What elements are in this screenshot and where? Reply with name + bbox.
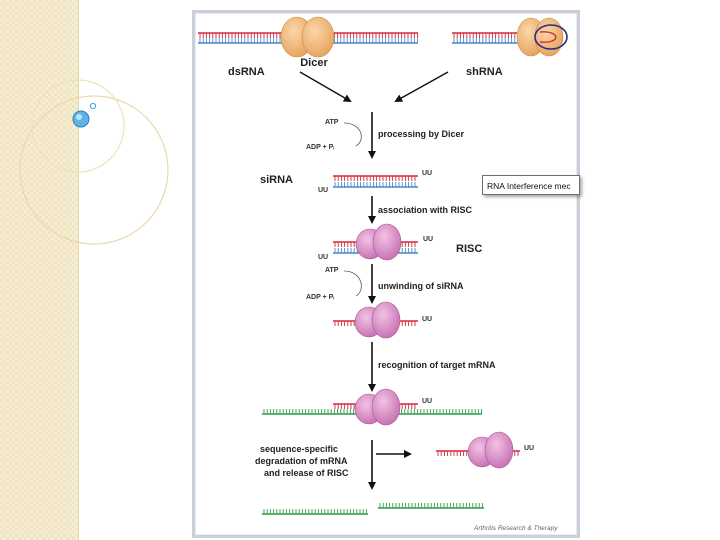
risc-lobe <box>484 431 514 469</box>
deco-bubble-highlight <box>76 114 82 120</box>
hairpin-loop <box>539 31 557 43</box>
decorative-side-strip <box>0 0 79 540</box>
step-degradation-line-2: degradation of mRNA <box>255 456 348 466</box>
atp-curve <box>343 122 362 147</box>
risc-complex <box>354 388 401 426</box>
figure-credit: Arthritis Research & Therapy <box>473 525 558 532</box>
arrow-dsrna-to-dicer <box>299 71 352 103</box>
risc-complex <box>355 223 402 261</box>
arrow-shrna-to-dicer <box>394 71 449 102</box>
deco-arc-medium <box>31 79 125 173</box>
cleaved-mrna-fragment-right <box>378 503 484 509</box>
risc-complex <box>354 301 401 339</box>
uu-overhang: UU <box>318 187 328 194</box>
adp-label: ADP + Pᵢ <box>306 144 334 151</box>
uu-overhang: UU <box>422 316 432 323</box>
adp-label: ADP + Pᵢ <box>306 294 334 301</box>
released-risc-complex <box>467 431 514 469</box>
risc-lobe <box>371 388 401 426</box>
sirna-guide-strand <box>333 175 418 181</box>
sirna-passenger-strand <box>333 182 418 188</box>
deco-bubble-small <box>89 102 97 110</box>
atp-label: ATP <box>325 267 339 274</box>
step-unwinding-of-sirna: unwinding of siRNA <box>378 281 464 291</box>
sirna-label: siRNA <box>260 174 293 186</box>
uu-overhang: UU <box>422 398 432 405</box>
dicer-lobe <box>534 17 564 57</box>
uu-overhang: UU <box>524 445 534 452</box>
uu-overhang: UU <box>422 170 432 177</box>
risc-lobe <box>371 301 401 339</box>
step-processing-by-dicer: processing by Dicer <box>378 129 465 139</box>
hairpin-highlight-circle <box>534 24 568 50</box>
atp-label: ATP <box>325 119 339 126</box>
risc-label: RISC <box>456 243 482 255</box>
decorative-circles <box>19 79 169 245</box>
image-tooltip: RNA Interference mec <box>482 175 580 195</box>
atp-curve <box>343 270 362 297</box>
dicer-complex-right <box>516 17 568 57</box>
step-degradation-line-3: and release of RISC <box>264 468 349 478</box>
figure-frame <box>192 10 580 538</box>
step-degradation-line-1: sequence-specific <box>260 444 338 454</box>
dicer-label: Dicer <box>300 57 328 69</box>
dsrna-label: dsRNA <box>228 66 265 78</box>
dicer-complex-left <box>280 16 335 58</box>
uu-overhang: UU <box>318 254 328 261</box>
uu-overhang: UU <box>423 236 433 243</box>
dicer-lobe <box>301 16 335 58</box>
step-association-with-risc: association with RISC <box>378 205 473 215</box>
deco-arc-large <box>19 95 169 245</box>
risc-lobe <box>372 223 402 261</box>
step-recognition-of-target-mrna: recognition of target mRNA <box>378 360 496 370</box>
shrna-label: shRNA <box>466 66 503 78</box>
cleaved-mrna-fragment-left <box>262 509 368 515</box>
